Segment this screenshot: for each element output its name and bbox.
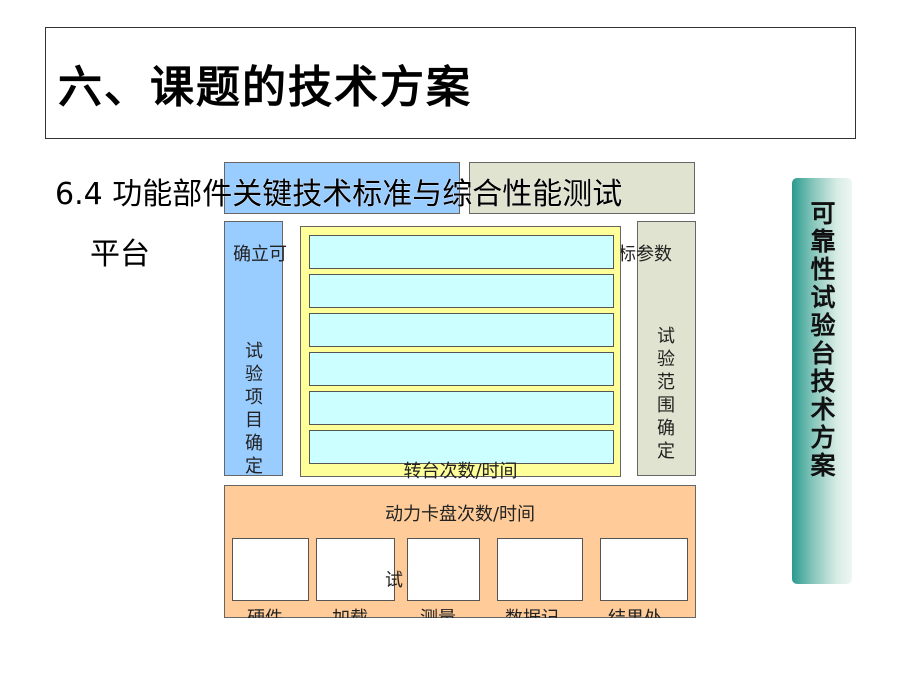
right-column-label-area: 试 验 范 围 确 定 (638, 325, 695, 476)
bottom-box-label: 硬件 (247, 610, 283, 619)
diagram-top-right-box (469, 162, 695, 214)
center-stack-row-4 (309, 352, 614, 386)
right-column-char: 定 (657, 441, 675, 462)
side-tab-char: 方 (810, 423, 836, 452)
bottom-box-5 (600, 538, 688, 601)
side-tab-char: 技 (810, 367, 836, 396)
bottom-box-label: 数据记 (505, 610, 559, 619)
left-column-char: 验 (245, 364, 263, 385)
diagram-top-left-box (224, 162, 460, 214)
side-tab-char: 靠 (810, 227, 836, 256)
left-column-vertical-label: 试 验 项 目 确 定 (243, 340, 265, 476)
side-tab-char: 性 (810, 255, 836, 284)
center-panel-label: 转台次数/时间 (403, 461, 518, 482)
center-stack-row-1 (309, 235, 614, 269)
bottom-box-2 (316, 538, 395, 601)
right-column-top-label: 标参数 (618, 244, 672, 265)
left-column-char: 确 (245, 433, 263, 454)
bottom-box-label: 测量 (420, 610, 456, 619)
left-column-char: 定 (245, 456, 263, 476)
right-column-char: 范 (657, 372, 675, 393)
bottom-box-label: 加载 (332, 610, 368, 619)
right-column-char: 试 (657, 326, 675, 347)
side-tab-char: 验 (810, 311, 836, 340)
bottom-box-labels: 硬件 加载 测量 数据记 结果处 (224, 606, 696, 619)
side-tab-char: 台 (810, 339, 836, 368)
bottom-box-3 (407, 538, 480, 601)
left-column-label-area: 试 验 项 目 确 定 (224, 340, 283, 476)
center-stack-row-5 (309, 391, 614, 425)
left-column-char: 试 (245, 341, 263, 362)
right-column-vertical-label: 试 验 范 围 确 定 (655, 325, 677, 463)
diagram-right-column (637, 221, 696, 476)
left-column-char: 目 (245, 410, 263, 431)
side-tab-label: 可 靠 性 试 验 台 技 术 方 案 (804, 200, 842, 480)
title-frame (45, 27, 856, 139)
side-tab (792, 178, 852, 584)
side-tab-char: 案 (810, 451, 836, 480)
left-column-char: 项 (245, 387, 263, 408)
side-tab-char: 试 (810, 283, 836, 312)
center-stack-row-3 (309, 313, 614, 347)
side-tab-char: 可 (810, 199, 836, 228)
bottom-box-4 (497, 538, 583, 601)
side-tab-char: 术 (810, 395, 836, 424)
bottom-panel-title: 动力卡盘次数/时间 (384, 504, 536, 525)
section-subtitle: 6.4 功能部件关键技术标准与综合性能测试 (55, 177, 623, 212)
center-stack-row-2 (309, 274, 614, 308)
bottom-box-1 (232, 538, 309, 601)
right-column-char: 确 (657, 418, 675, 439)
bottom-box-label: 结果处 (608, 610, 662, 619)
section-subtitle-continued: 平台 (90, 237, 150, 272)
right-column-char: 围 (657, 395, 675, 416)
right-column-char: 验 (657, 349, 675, 370)
left-column-top-label: 确立可 (233, 244, 287, 265)
page-title: 六、课题的技术方案 (58, 62, 472, 113)
center-stack-row-6 (309, 430, 614, 464)
diagram-left-column (224, 221, 283, 476)
